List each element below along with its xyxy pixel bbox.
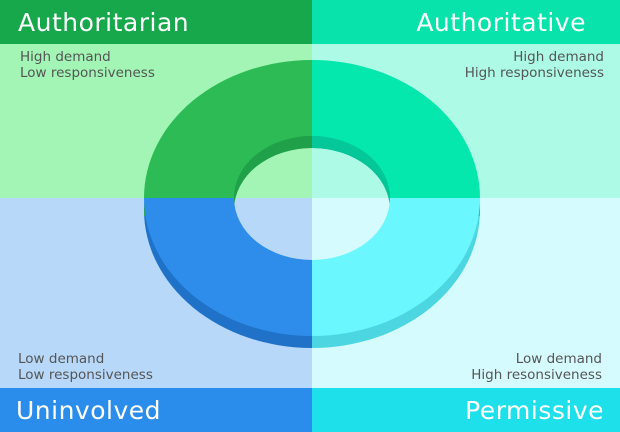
permissive-title: Permissive	[312, 388, 620, 432]
permissive-demand: Low demand	[515, 351, 602, 367]
authoritative-description: High demand High responsiveness	[465, 49, 604, 81]
authoritative-responsiveness: High responsiveness	[464, 65, 604, 81]
permissive-description: Low demand High resonsiveness	[471, 351, 602, 383]
uninvolved-title: Uninvolved	[0, 388, 312, 432]
authoritative-title: Authoritative	[312, 0, 620, 44]
ring-inner-wall	[234, 136, 390, 198]
authoritarian-title: Authoritarian	[0, 0, 312, 44]
uninvolved-demand: Low demand	[18, 351, 105, 367]
uninvolved-description: Low demand Low responsiveness	[18, 351, 153, 383]
authoritative-demand: High demand	[513, 49, 604, 65]
uninvolved-responsiveness: Low responsiveness	[18, 367, 153, 383]
authoritarian-demand: High demand	[20, 49, 111, 65]
permissive-responsiveness: High resonsiveness	[471, 367, 602, 383]
authoritarian-responsiveness: Low responsiveness	[20, 65, 155, 81]
authoritarian-description: High demand Low responsiveness	[20, 49, 155, 81]
